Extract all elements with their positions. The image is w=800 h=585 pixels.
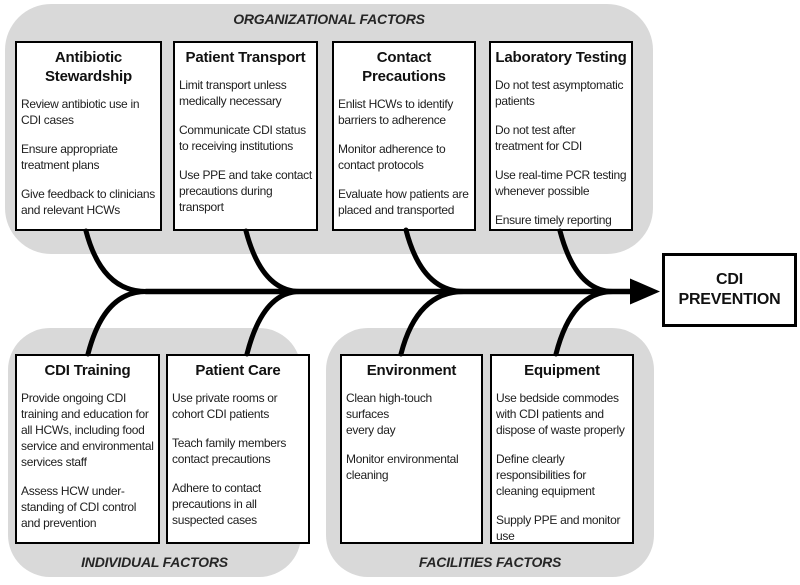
box-item: Teach family members contact precautions (172, 436, 287, 466)
box-title: Environment (366, 362, 457, 379)
box-item: Provide ongoing CDI training and educati… (21, 391, 154, 469)
box-patient-care: Patient Care Use private rooms or cohort… (166, 354, 310, 544)
box-antibiotic-stewardship: Antibiotic Stewardship Review antibiotic… (15, 41, 162, 231)
box-title: Equipment (524, 362, 600, 379)
box-title: CDI Training (44, 362, 131, 379)
cdi-prevention-label: CDI PREVENTION (678, 271, 781, 308)
box-item: Do not test asymptomatic patients (495, 78, 624, 108)
cdi-prevention-box: CDI PREVENTION (662, 253, 797, 327)
box-item: Evaluate how patients are placed and tra… (338, 187, 469, 217)
individual-factors-label: INDIVIDUAL FACTORS (81, 554, 228, 570)
box-item: Enlist HCWs to identify barriers to adhe… (338, 97, 454, 127)
box-laboratory-testing: Laboratory Testing Do not test asymptoma… (489, 41, 633, 231)
box-item: Ensure appropriate treatment plans (21, 142, 118, 172)
box-contact-precautions: Contact Precautions Enlist HCWs to ident… (332, 41, 476, 231)
box-item: Do not test after treatment for CDI (495, 123, 582, 153)
box-title: Antibiotic Stewardship (45, 49, 132, 85)
box-title: Patient Care (195, 362, 281, 379)
facilities-factors-label: FACILITIES FACTORS (418, 554, 562, 570)
box-item: Communicate CDI status to receiving inst… (179, 123, 306, 153)
box-item: Assess HCW under- standing of CDI contro… (21, 484, 137, 530)
spine-arrowhead (630, 278, 660, 305)
box-item: Use real-time PCR testing whenever possi… (495, 168, 627, 198)
box-item: Review antibiotic use in CDI cases (21, 97, 140, 127)
box-item: Use private rooms or cohort CDI patients (172, 391, 278, 421)
box-equipment: Equipment Use bedside commodes with CDI … (490, 354, 634, 544)
box-patient-transport: Patient Transport Limit transport unless… (173, 41, 318, 231)
box-item: Define clearly responsibilities for clea… (496, 452, 595, 498)
box-item: Use bedside commodes with CDI patients a… (496, 391, 625, 437)
box-item: Use PPE and take contact precautions dur… (179, 168, 312, 214)
box-item: Supply PPE and monitor use (496, 513, 621, 543)
box-item: Clean high-touch surfaces every day (346, 391, 432, 437)
box-item: Monitor environmental cleaning (346, 452, 459, 482)
box-item: Give feedback to clinicians and relevant… (21, 187, 155, 217)
box-title: Patient Transport (185, 49, 306, 66)
box-cdi-training: CDI Training Provide ongoing CDI trainin… (15, 354, 160, 544)
box-title: Laboratory Testing (495, 49, 627, 66)
organizational-factors-label: ORGANIZATIONAL FACTORS (233, 11, 425, 27)
box-title: Contact Precautions (362, 49, 446, 85)
box-item: Limit transport unless medically necessa… (179, 78, 287, 108)
box-item: Monitor adherence to contact protocols (338, 142, 446, 172)
box-item: Ensure timely reporting (495, 213, 612, 227)
box-environment: Environment Clean high-touch surfaces ev… (340, 354, 483, 544)
box-item: Adhere to contact precautions in all sus… (172, 481, 261, 527)
